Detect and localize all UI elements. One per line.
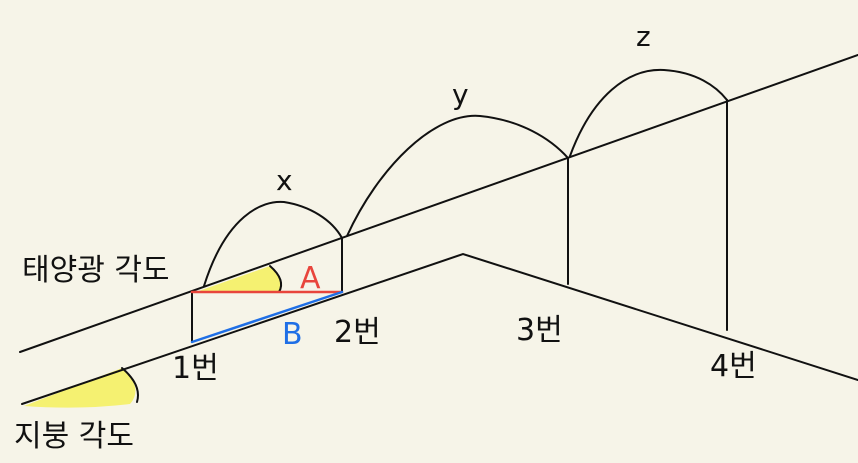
row-2-label: 2번	[334, 315, 381, 350]
roof-angle-arc	[121, 367, 139, 403]
span-z-label: z	[636, 20, 651, 53]
solar-angle-line	[19, 54, 858, 353]
solar-angle-arc	[269, 265, 283, 293]
segment-b-label: B	[282, 317, 303, 352]
roof-angle-highlight	[24, 368, 136, 408]
segment-b-line	[190, 290, 344, 344]
span-x-label: x	[276, 164, 293, 197]
span-z-arc	[569, 68, 728, 157]
solar-angle-highlight	[196, 266, 281, 293]
span-y-arc	[346, 114, 569, 237]
solar-angle-label: 태양광 각도	[22, 253, 170, 288]
roof-angle-label: 지붕 각도	[14, 419, 134, 454]
segment-a-label: A	[300, 261, 321, 296]
row-1-label: 1번	[172, 351, 219, 386]
row-4-label: 4번	[710, 349, 757, 384]
row-3-label: 3번	[516, 313, 563, 348]
roof-line	[21, 252, 858, 405]
span-y-label: y	[452, 78, 469, 111]
span-x-arc	[203, 200, 343, 287]
